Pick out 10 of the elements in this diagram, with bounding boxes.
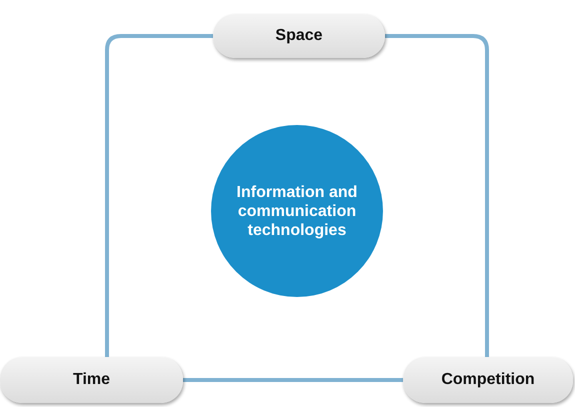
- node-label: Competition: [441, 371, 535, 389]
- node-label: Information and communication technologies: [236, 182, 358, 240]
- node-label: Space: [275, 27, 323, 45]
- node-label: Time: [72, 371, 110, 389]
- connector-line: [183, 378, 403, 382]
- label-pill: [403, 357, 573, 403]
- connector-line: [385, 34, 489, 357]
- label-pill: [213, 14, 385, 58]
- connector-line: [105, 34, 213, 357]
- label-pill: [0, 357, 183, 403]
